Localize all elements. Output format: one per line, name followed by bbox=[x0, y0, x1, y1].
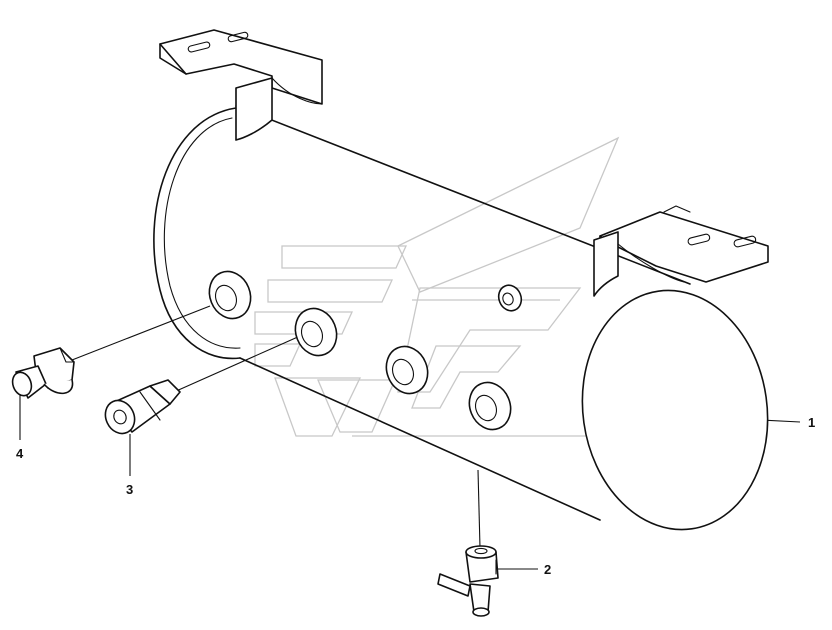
tank-port-4 bbox=[468, 381, 512, 431]
callout-4: 4 bbox=[16, 446, 24, 461]
drain-valve-icon bbox=[437, 545, 499, 617]
leader-line-4 bbox=[71, 305, 211, 361]
tank-port-1 bbox=[208, 270, 252, 320]
air-tank-icon bbox=[153, 29, 769, 531]
tank-port-small bbox=[497, 284, 523, 312]
banjo-fitting-icon bbox=[11, 347, 75, 399]
tank-port-3 bbox=[385, 345, 429, 395]
brand-logo-watermark bbox=[254, 136, 620, 437]
callout-3: 3 bbox=[126, 482, 133, 497]
tank-port-2 bbox=[294, 307, 338, 357]
leader-line-3 bbox=[173, 335, 301, 393]
callout-1: 1 bbox=[808, 415, 815, 430]
leader-line-2-drain bbox=[477, 469, 481, 549]
callout-labels: 1 2 3 4 bbox=[16, 415, 815, 577]
callout-2: 2 bbox=[544, 562, 551, 577]
pressure-sensor-icon bbox=[104, 379, 181, 435]
leader-lines bbox=[19, 305, 801, 570]
